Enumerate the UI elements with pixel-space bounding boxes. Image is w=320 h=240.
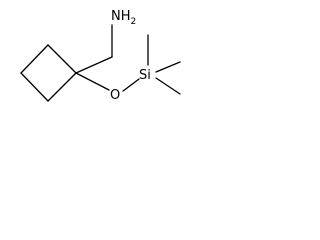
ring-bond-bottom xyxy=(47,72,77,102)
hydrogen-symbol: H xyxy=(121,9,131,24)
hydrogen-count: 2 xyxy=(131,17,137,27)
bond-si-methyl-right xyxy=(155,61,181,73)
nitrogen-symbol: N xyxy=(111,9,121,24)
bond-si-methyl-bottom xyxy=(155,77,181,95)
oxygen-label: O xyxy=(110,88,120,103)
chemical-structure: NH2 O Si xyxy=(20,9,181,103)
ring-bond-left xyxy=(20,72,49,102)
ring-bond-top xyxy=(20,44,49,74)
amine-label: NH2 xyxy=(111,9,136,27)
silicon-label: Si xyxy=(139,68,151,83)
ring-bond-right xyxy=(47,44,77,74)
bond-ring-to-o xyxy=(75,72,110,91)
bond-o-to-si xyxy=(122,78,140,92)
bond-ring-to-ch2 xyxy=(75,56,113,74)
cyclobutane-ring xyxy=(20,44,77,102)
